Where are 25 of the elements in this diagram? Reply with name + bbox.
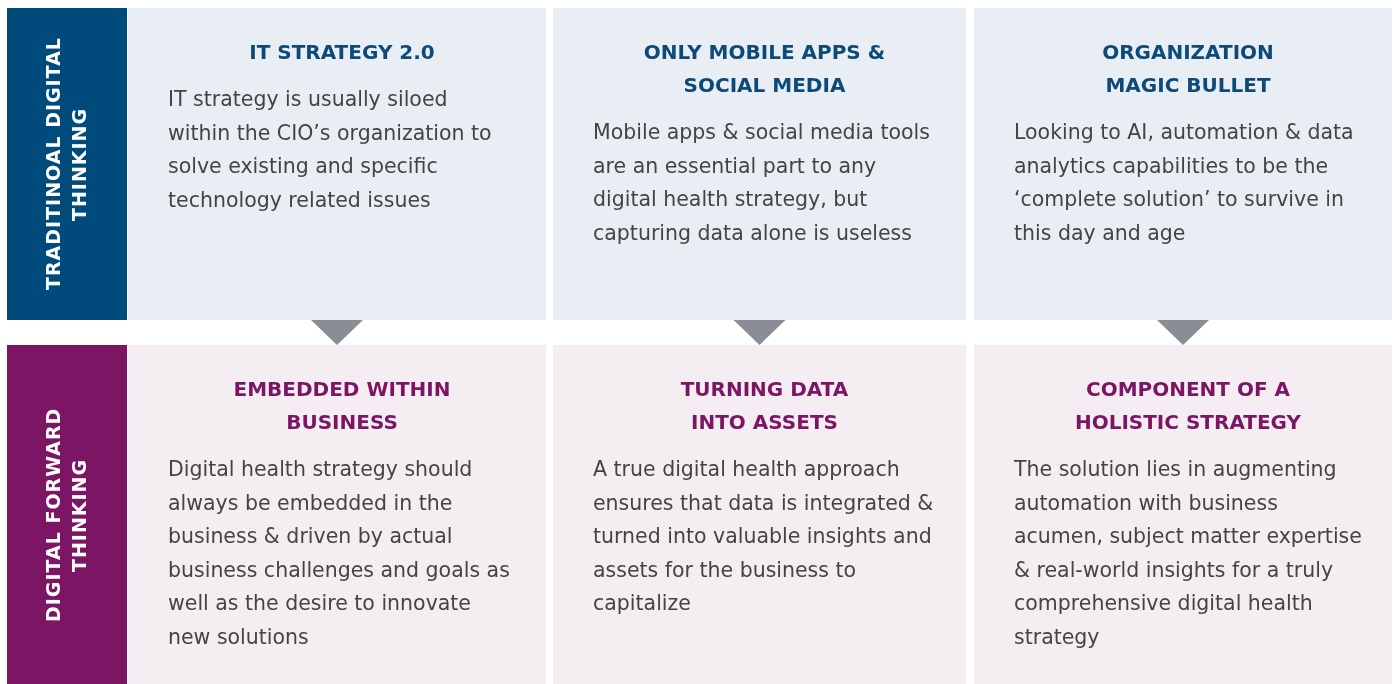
down-arrow <box>1157 320 1209 345</box>
card-title: ONLY MOBILE APPS & SOCIAL MEDIA <box>642 39 887 99</box>
card-title: COMPONENT OF A HOLISTIC STRATEGY <box>1073 376 1303 436</box>
card-body-text: The solution lies in augmenting automation with business acumen, subject matter expertise & real-world insights for a truly comprehensive digital health strategy <box>1014 456 1362 651</box>
card-title: IT STRATEGY 2.0 <box>248 39 436 66</box>
info-card <box>974 345 1392 684</box>
info-card <box>128 345 546 684</box>
info-card <box>974 8 1392 320</box>
card-title: EMBEDDED WITHIN BUSINESS <box>232 376 452 436</box>
card-body-text: Digital health strategy should always be embedded in the business & driven by actual business challenges and goals as well as the desire to innovate new solutions <box>168 456 511 651</box>
down-arrow <box>733 320 786 345</box>
info-card <box>128 8 546 320</box>
card-body-text: Looking to AI, automation & data analytics capabilities to be the ‘complete solution’ to survive in this day and age <box>1014 119 1355 247</box>
row-header-text: TRADITINOAL DIGITAL THINKING <box>41 36 91 293</box>
down-arrow <box>311 320 363 345</box>
row-header-text: DIGITAL FORWARD THINKING <box>41 406 91 624</box>
card-body-text: Mobile apps & social media tools are an essential part to any digital health strategy, but capturing data alone is useless <box>593 119 931 247</box>
card-body-text: IT strategy is usually siloed within the CIO’s organization to solve existing and specific technology related issues <box>168 86 493 214</box>
info-card <box>553 8 966 320</box>
card-body-text: A true digital health approach ensures that data is integrated & turned into valuable insights and assets for the business to capitalize <box>593 456 935 617</box>
row-header-band <box>7 8 127 320</box>
row-header-band <box>7 345 127 684</box>
card-title: ORGANIZATION MAGIC BULLET <box>1101 39 1275 99</box>
info-card <box>553 345 966 684</box>
card-title: TURNING DATA INTO ASSETS <box>679 376 850 436</box>
